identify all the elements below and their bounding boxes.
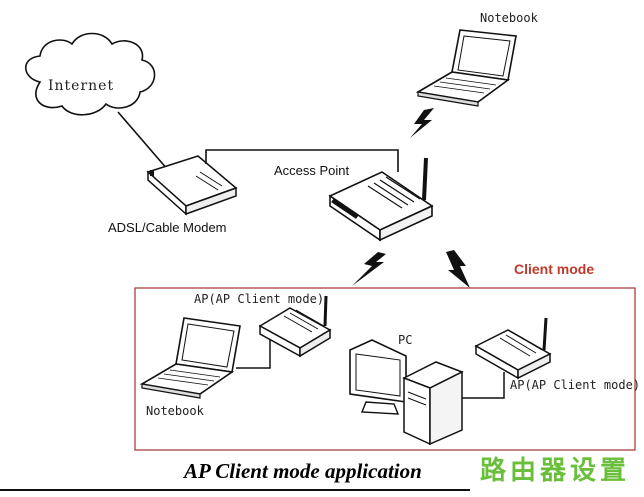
internet-modem-link	[117, 111, 169, 171]
pc-ap-link	[462, 372, 505, 399]
wireless-bolt-left	[352, 252, 386, 286]
internet-cloud: Internet	[24, 32, 156, 116]
wireless-bolt-top	[410, 108, 434, 138]
ap-client-left-device	[258, 295, 332, 358]
watermark-text: 路由器设置	[480, 455, 630, 486]
modem-label: ADSL/Cable Modem	[108, 220, 227, 235]
client-mode-box	[134, 287, 636, 451]
notebook-top-label: Notebook	[480, 11, 539, 25]
ap-notebook-link	[236, 340, 271, 369]
ap-client-right-device	[474, 317, 552, 380]
notebook-bottom-label: Notebook	[146, 404, 205, 418]
pc-tower-device	[402, 361, 464, 446]
notebook-bottom-device	[139, 317, 241, 399]
client-mode-label: Client mode	[514, 261, 594, 277]
wireless-bolt-right	[446, 250, 470, 288]
modem-ap-link	[205, 149, 399, 172]
ap-client-left-label: AP(AP Client mode)	[194, 292, 324, 306]
pc-label: PC	[398, 333, 412, 347]
diagram-caption: AP Client mode application	[182, 459, 422, 483]
ap-client-right-label: AP(AP Client mode)	[510, 378, 640, 392]
pc-monitor-device	[349, 339, 407, 415]
modem-device	[146, 155, 238, 216]
notebook-top-device	[415, 29, 517, 107]
access-point-label: Access Point	[274, 163, 350, 178]
internet-label: Internet	[48, 78, 114, 94]
access-point-device	[328, 157, 434, 242]
